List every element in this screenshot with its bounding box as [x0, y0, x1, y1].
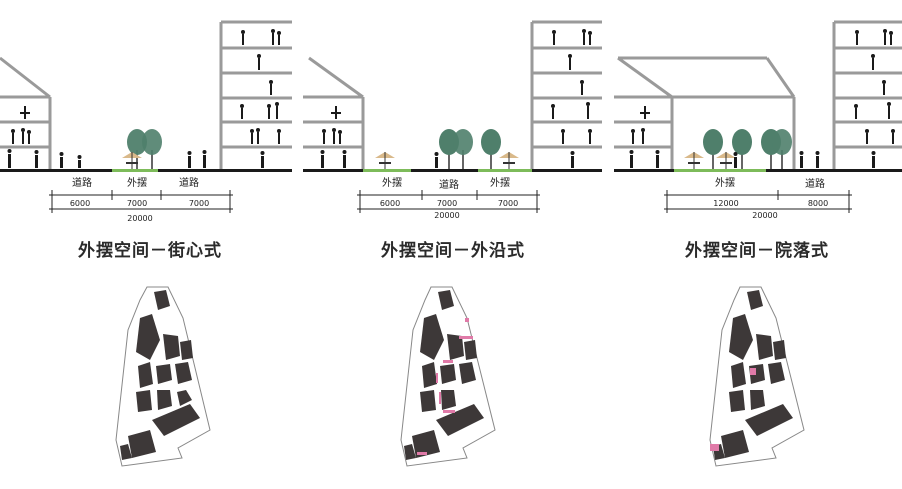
panel-title: 外摆空间－院落式	[685, 241, 829, 261]
dim-b: 7000	[437, 199, 457, 208]
label-right: 道路	[805, 177, 825, 190]
section-diagram: 道路 外摆 道路 6000 7000 7000 20000	[0, 20, 292, 467]
green-strip	[112, 169, 158, 172]
people-silhouettes	[7, 29, 281, 168]
dim-c: 7000	[498, 199, 518, 208]
panel-title: 外摆空间－街心式	[78, 241, 222, 261]
dim-total: 20000	[127, 214, 152, 223]
dimension-lines	[357, 190, 540, 213]
tree-icon	[127, 129, 162, 169]
right-building	[219, 20, 292, 170]
tree-icon	[703, 129, 792, 169]
umbrella-table-icon	[375, 152, 519, 169]
dim-b: 8000	[808, 199, 828, 208]
people-silhouettes	[320, 29, 592, 168]
label-left: 外摆	[382, 176, 402, 189]
label-right: 道路	[179, 176, 199, 189]
panel-courtyard: 外摆 道路 12000 8000 20000	[612, 0, 902, 489]
umbrella-table-icon	[684, 152, 736, 169]
site-plan-map	[709, 286, 805, 467]
dimension-lines	[664, 190, 852, 213]
dim-b: 7000	[127, 199, 147, 208]
right-building	[530, 20, 602, 170]
green-strip-left	[363, 169, 411, 172]
dim-a: 6000	[70, 199, 90, 208]
dim-total: 20000	[434, 211, 459, 220]
site-plan-map	[115, 286, 211, 467]
people-silhouettes	[629, 29, 895, 168]
dim-a: 6000	[380, 199, 400, 208]
label-middle: 外摆	[127, 176, 147, 189]
label-right: 外摆	[490, 176, 510, 189]
dimension-lines	[49, 190, 233, 213]
left-building	[614, 56, 796, 170]
ground-line	[303, 169, 602, 172]
umbrella-table-icon	[122, 152, 142, 169]
green-strip	[674, 169, 766, 172]
panel-street-center: 道路 外摆 道路 6000 7000 7000 20000	[0, 0, 300, 489]
label-left: 外摆	[715, 176, 735, 189]
dim-total: 20000	[752, 211, 777, 220]
label-left: 道路	[72, 176, 92, 189]
green-strip-right	[478, 169, 532, 172]
panel-title: 外摆空间－外沿式	[381, 241, 525, 261]
left-building	[303, 56, 365, 170]
dim-a: 12000	[713, 199, 738, 208]
dim-c: 7000	[189, 199, 209, 208]
section-diagram: 外摆 道路 外摆 6000 7000 7000 20000	[303, 20, 602, 467]
section-diagram: 外摆 道路 12000 8000 20000	[614, 20, 902, 467]
left-building	[0, 56, 52, 170]
right-building	[832, 20, 902, 170]
tree-icon	[439, 129, 501, 169]
panel-outer-edge: 外摆 道路 外摆 6000 7000 7000 20000	[303, 0, 603, 489]
label-middle: 道路	[439, 178, 459, 191]
site-plan-map	[400, 286, 496, 467]
